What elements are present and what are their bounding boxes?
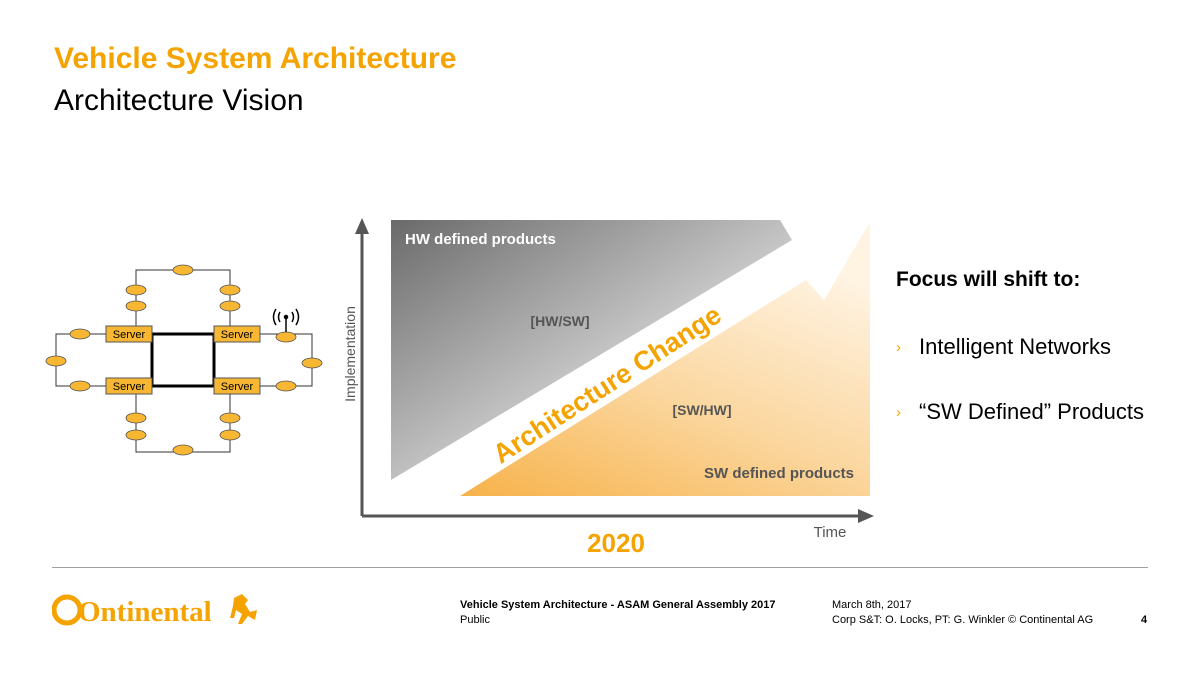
server-label: Server — [113, 381, 146, 393]
server-boxes: Server Server Server Server — [105, 325, 261, 395]
footer-author: Corp S&T: O. Locks, PT: G. Winkler © Con… — [832, 614, 1094, 626]
server-label: Server — [113, 329, 146, 341]
ecu-node — [275, 331, 297, 343]
server-label: Server — [221, 381, 254, 393]
year-label: 2020 — [587, 528, 645, 558]
ecu-node — [172, 444, 194, 456]
wireless-antenna-icon — [272, 308, 300, 332]
horse-icon — [230, 594, 257, 624]
bullet-chevron-icon: › — [896, 403, 901, 421]
focus-bullet-text: Intelligent Networks — [919, 334, 1111, 359]
sw-defined-region — [460, 222, 870, 496]
hw-defined-label: HW defined products — [405, 231, 556, 248]
server-bottom-right — [213, 377, 261, 395]
server-top-right — [213, 325, 261, 343]
focus-bullet-text: “SW Defined” Products — [919, 399, 1144, 424]
ecu-node — [219, 412, 241, 424]
server-label: Server — [221, 329, 254, 341]
server-top-left — [105, 325, 153, 343]
ecu-node — [219, 429, 241, 441]
ecu-node — [275, 380, 297, 392]
ecu-node — [219, 284, 241, 296]
slide-title: Vehicle System Architecture — [54, 42, 457, 75]
focus-bullet: › Intelligent Networks — [896, 334, 1111, 360]
ecu-node — [125, 300, 147, 312]
footer-presentation-title: Vehicle System Architecture - ASAM Gener… — [460, 599, 776, 611]
ecu-node — [69, 380, 91, 392]
footer-divider — [52, 567, 1148, 568]
ecu-node — [125, 412, 147, 424]
x-axis-label: Time — [814, 524, 847, 541]
logo-wordmark: Ontinental — [78, 596, 212, 628]
bullet-chevron-icon: › — [896, 338, 901, 356]
footer-classification: Public — [460, 614, 490, 626]
footer-date: March 8th, 2017 — [832, 599, 912, 611]
x-axis-arrow — [858, 509, 874, 523]
network-topology-diagram: Server Server Server Server — [45, 264, 323, 456]
ecu-node — [125, 429, 147, 441]
hw-defined-region — [391, 220, 792, 480]
ecu-node — [172, 264, 194, 276]
architecture-vision-chart: Implementation Time 2020 HW defined prod… — [342, 218, 874, 558]
ecu-node — [69, 328, 91, 340]
ecu-node — [45, 355, 67, 367]
ecu-node — [219, 300, 241, 312]
y-axis-arrow — [355, 218, 369, 234]
server-bottom-left — [105, 377, 153, 395]
y-axis-label: Implementation — [342, 306, 358, 402]
focus-bullet: › “SW Defined” Products — [896, 399, 1144, 425]
sw-hw-label: [SW/HW] — [672, 402, 731, 418]
ecu-nodes — [45, 264, 323, 456]
sw-defined-label: SW defined products — [704, 465, 854, 482]
footer-page-number: 4 — [1141, 614, 1148, 626]
focus-heading: Focus will shift to: — [896, 268, 1081, 291]
continental-logo: Ontinental — [52, 594, 257, 628]
hw-sw-label: [HW/SW] — [530, 313, 589, 329]
ecu-node — [125, 284, 147, 296]
ecu-node — [301, 357, 323, 369]
slide-subtitle: Architecture Vision — [54, 84, 304, 117]
